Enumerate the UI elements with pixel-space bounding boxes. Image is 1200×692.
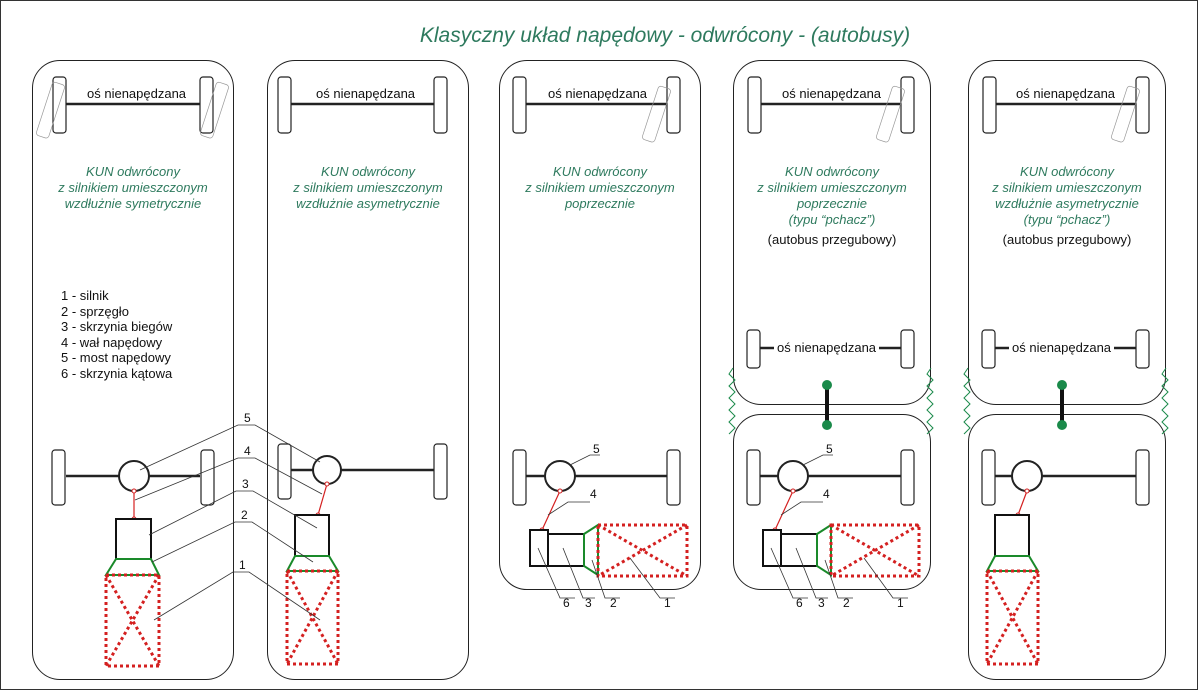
powertrain-2 bbox=[285, 481, 340, 666]
callout-2: 2 bbox=[241, 508, 248, 522]
powertrain-1 bbox=[104, 488, 161, 668]
angle-gearbox-4 bbox=[762, 529, 782, 567]
driven-axle-2 bbox=[277, 443, 448, 500]
front-axle-1 bbox=[36, 76, 229, 139]
axle-label-5-middle: oś nienapędzana bbox=[1009, 340, 1115, 355]
callout-3: 3 bbox=[242, 477, 249, 491]
legend-item: 3 - skrzynia biegów bbox=[61, 319, 173, 334]
engine-5 bbox=[985, 569, 1040, 666]
bus-outline-3 bbox=[499, 60, 701, 590]
gearbox-2 bbox=[294, 514, 330, 557]
front-axle-2 bbox=[277, 76, 448, 134]
powertrain-3 bbox=[529, 454, 689, 599]
axle-label-1: oś nienapędzana bbox=[84, 86, 190, 101]
legend-item: 2 - sprzęgło bbox=[61, 303, 129, 319]
bus-outline-5-rear bbox=[968, 414, 1166, 680]
legend-item: 6 - skrzynia kątowa bbox=[61, 365, 173, 381]
callout-2-p4: 2 bbox=[843, 596, 850, 610]
diagram-title: Klasyczny układ napędowy - odwrócony - (… bbox=[419, 24, 911, 47]
callout-3-p4: 3 bbox=[818, 596, 825, 610]
engine-2 bbox=[285, 569, 340, 666]
powertrain-5 bbox=[985, 488, 1040, 666]
clutch-2 bbox=[285, 555, 340, 572]
bus-outline-1 bbox=[32, 60, 234, 680]
driven-axle-5 bbox=[981, 449, 1150, 506]
callout-5-p3: 5 bbox=[593, 442, 600, 456]
legend: 1 - silnik 2 - sprzęgło 3 - skrzynia bie… bbox=[61, 288, 172, 381]
legend-item: 5 - most napędowy bbox=[61, 350, 171, 365]
gearbox-1 bbox=[115, 518, 152, 560]
driven-axle-3 bbox=[512, 449, 681, 506]
callout-1-p3: 1 bbox=[664, 596, 671, 610]
gearbox-5 bbox=[994, 514, 1030, 557]
articulation-joint-4 bbox=[728, 367, 934, 435]
callout-4: 4 bbox=[244, 444, 251, 458]
panel-note-5: (autobus przegubowy) bbox=[1002, 232, 1132, 247]
callout-5-p4: 5 bbox=[826, 442, 833, 456]
front-axle-5 bbox=[982, 76, 1150, 143]
callout-1-p4: 1 bbox=[897, 596, 904, 610]
legend-item: 1 - silnik bbox=[61, 288, 109, 303]
clutch-5 bbox=[985, 555, 1040, 572]
articulation-joint-5 bbox=[963, 367, 1169, 435]
callout-2-p3: 2 bbox=[610, 596, 617, 610]
front-axle-3 bbox=[512, 76, 681, 143]
clutch-4 bbox=[816, 523, 832, 577]
axle-label-2: oś nienapędzana bbox=[313, 86, 419, 101]
axle-label-3: oś nienapędzana bbox=[545, 86, 651, 101]
bus-outline-4-front bbox=[733, 60, 931, 405]
callout-6-p4: 6 bbox=[796, 596, 803, 610]
engine-4 bbox=[829, 523, 921, 578]
axle-label-4: oś nienapędzana bbox=[779, 86, 885, 101]
axle-label-5: oś nienapędzana bbox=[1013, 86, 1119, 101]
driven-axle-4 bbox=[746, 449, 915, 506]
gearbox-4 bbox=[780, 533, 818, 567]
engine-1 bbox=[104, 573, 161, 668]
callout-4-p4: 4 bbox=[823, 487, 830, 501]
bus-outline-2 bbox=[267, 60, 469, 680]
clutch-1 bbox=[104, 558, 161, 576]
legend-item: 4 - wał napędowy bbox=[61, 334, 163, 350]
callout-4-p3: 4 bbox=[590, 487, 597, 501]
powertrain-4 bbox=[762, 454, 921, 599]
axle-label-4-middle: oś nienapędzana bbox=[774, 340, 880, 355]
callout-6-p3: 6 bbox=[563, 596, 570, 610]
clutch-3 bbox=[583, 523, 599, 577]
bus-outline-5-front bbox=[968, 60, 1166, 405]
callout-3-p3: 3 bbox=[585, 596, 592, 610]
callout-1: 1 bbox=[239, 558, 246, 572]
gearbox-3 bbox=[547, 533, 585, 567]
engine-3 bbox=[596, 523, 689, 578]
callout-5: 5 bbox=[244, 411, 251, 425]
bus-outline-4-rear bbox=[733, 414, 931, 590]
leader-lines-1-2 bbox=[134, 424, 323, 621]
angle-gearbox-3 bbox=[529, 529, 549, 567]
front-axle-4 bbox=[747, 76, 915, 143]
panel-note-4: (autobus przegubowy) bbox=[767, 232, 897, 247]
